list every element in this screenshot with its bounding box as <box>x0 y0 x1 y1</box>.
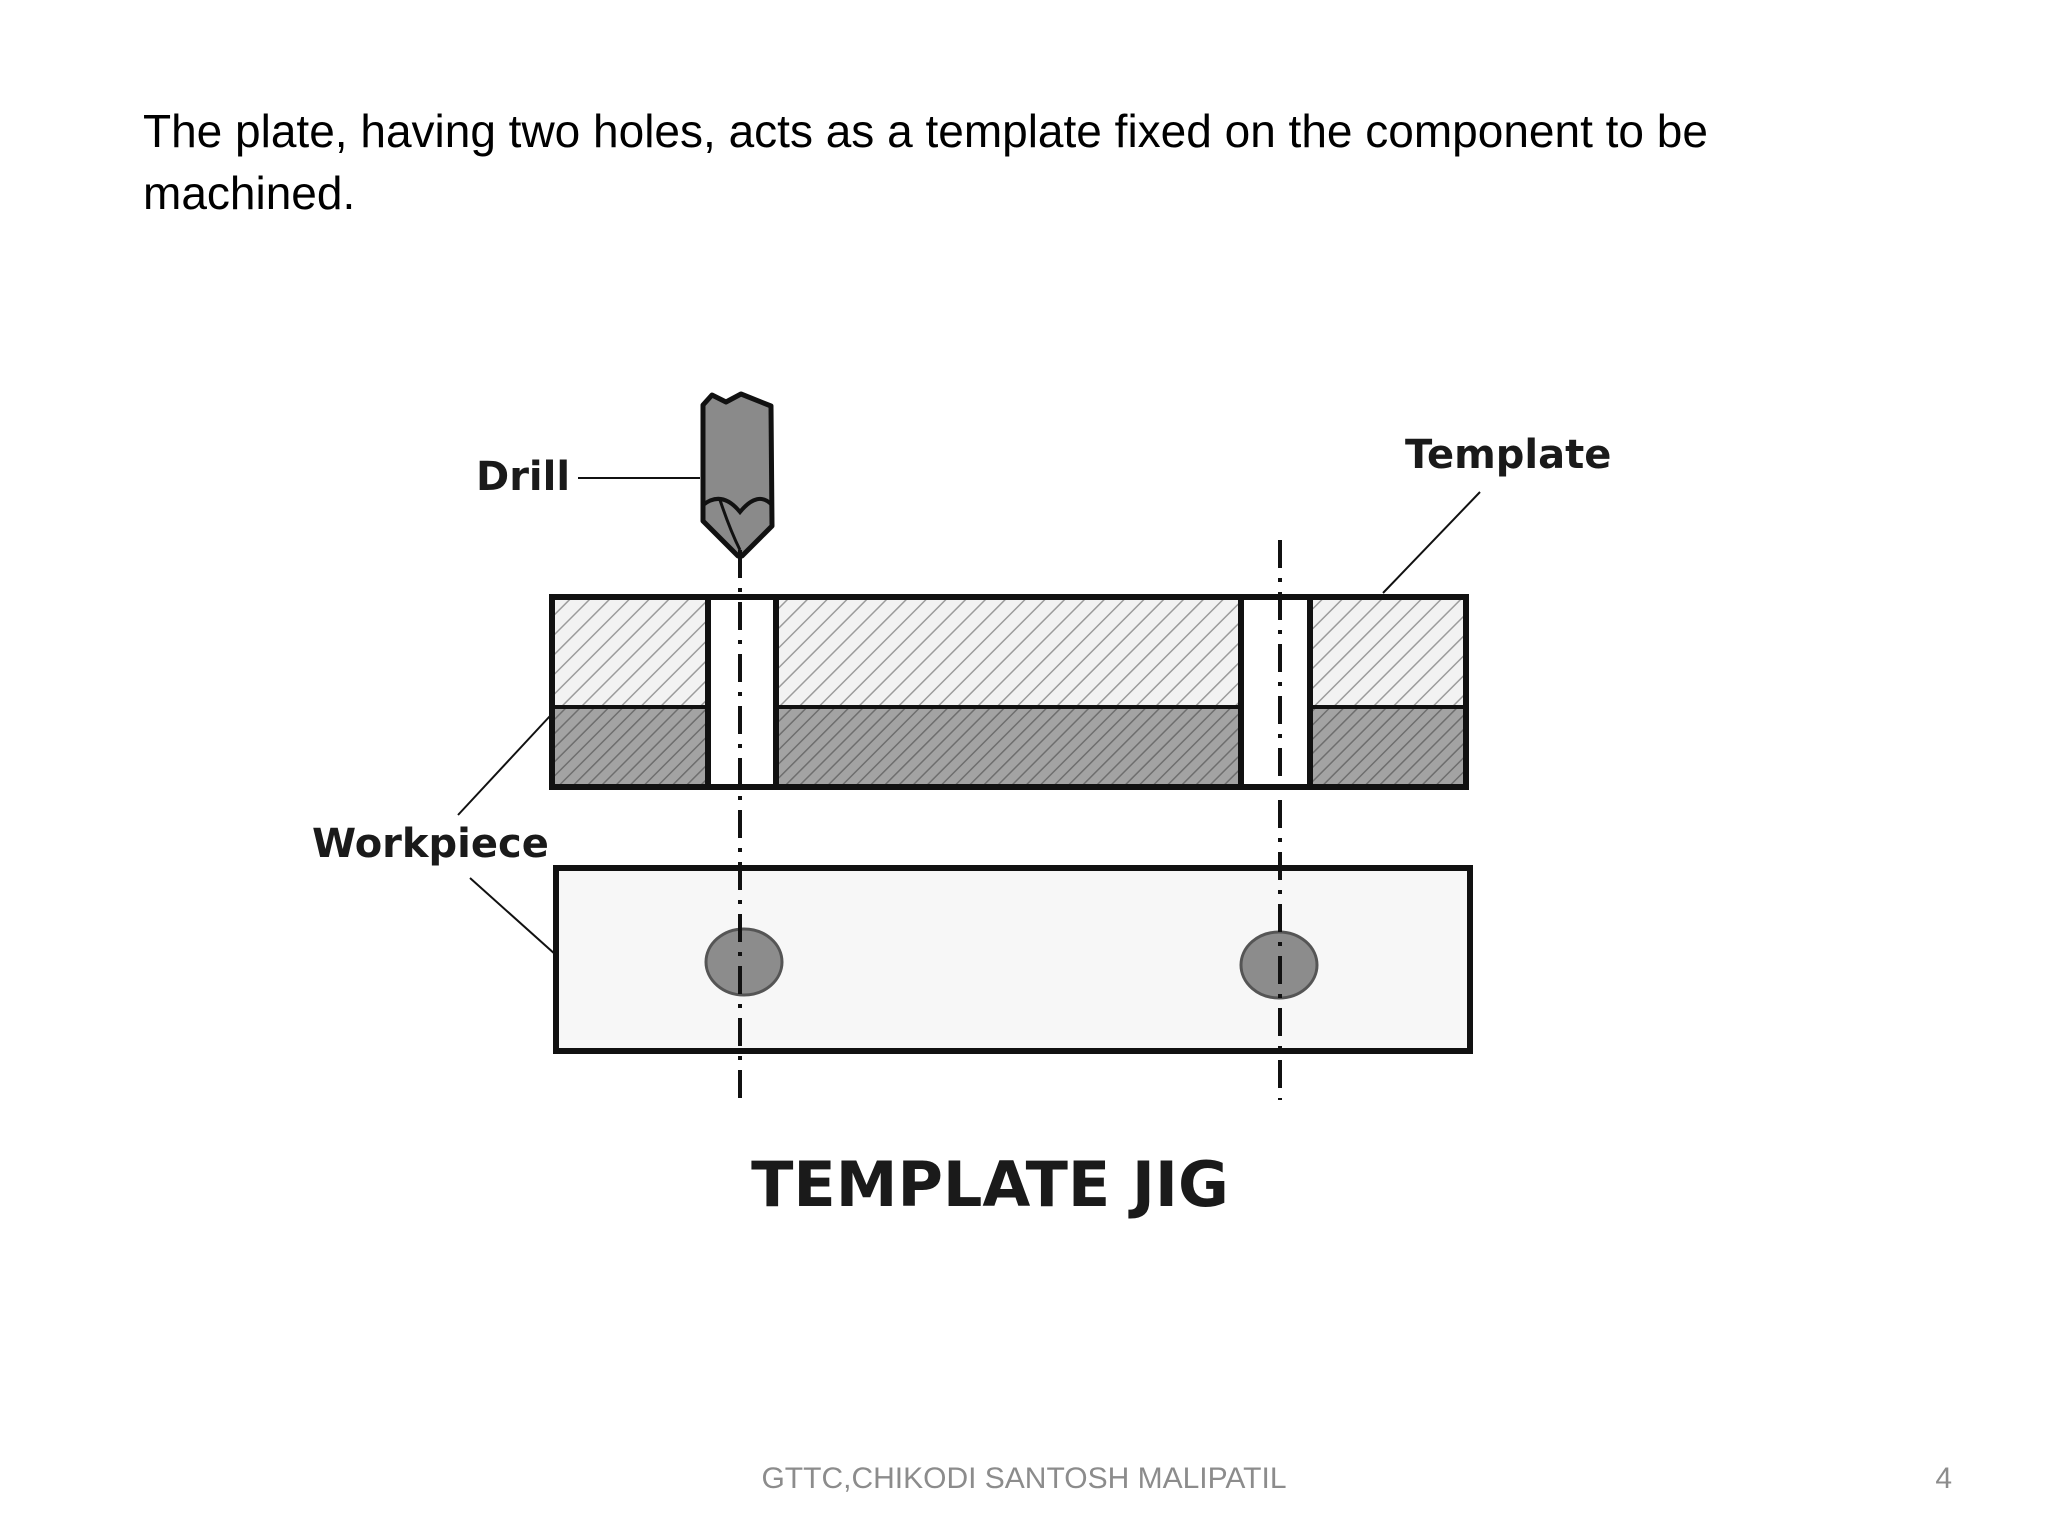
page-number: 4 <box>1935 1462 1952 1495</box>
workpiece-plan-view <box>553 865 1473 1054</box>
drill-bit <box>700 391 775 559</box>
template-plate <box>552 597 1466 707</box>
drilled-hole-left <box>704 927 784 997</box>
template-label: Template <box>1405 432 1611 478</box>
workpiece-label: Workpiece <box>312 821 549 867</box>
diagram-caption: TEMPLATE JIG <box>751 1148 1229 1221</box>
centre-lines <box>738 540 1282 1100</box>
leader-lines <box>457 477 1481 956</box>
footer-author: GTTC,CHIKODI SANTOSH MALIPATIL <box>761 1462 1287 1495</box>
section-outline <box>549 594 1469 790</box>
drill-label: Drill <box>476 454 570 500</box>
workpiece-section <box>552 707 1466 787</box>
slide-body-text: The plate, having two holes, acts as a t… <box>143 105 1708 219</box>
